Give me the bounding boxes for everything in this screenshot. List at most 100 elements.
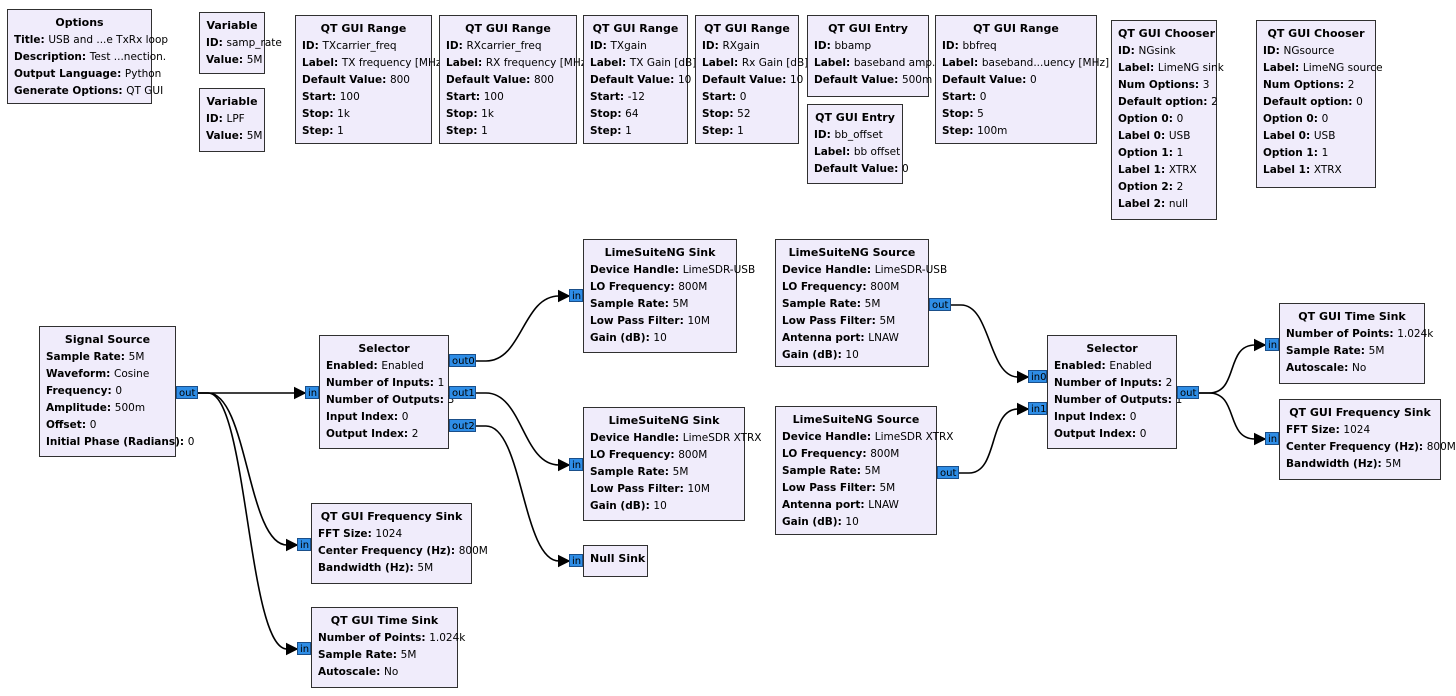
connection-wire[interactable] [198,392,299,656]
param-separator: : [238,54,247,66]
connection-wire[interactable] [1199,392,1267,446]
lime-sink-xtrx-in-port[interactable]: in [569,458,583,471]
null-sink-in-port[interactable]: in [569,554,583,567]
param-key: Device Handle [782,431,867,443]
lime-sink-usb-in-port[interactable]: in [569,289,583,302]
param-separator: : [862,281,871,293]
param-value: 1024 [375,528,403,540]
param-value: 10 [789,74,804,86]
param-key: Start [702,91,732,103]
param-separator: : [218,37,227,49]
param-row: Label: TX frequency [MHz] [302,55,445,72]
time-sink-2-in-port[interactable]: in [1265,338,1279,351]
param-value: 10 [845,349,859,361]
param-separator: : [40,34,49,46]
param-row: LO Frequency: 800M [590,447,738,464]
param-key: ID [1118,45,1131,57]
param-key: Label [590,57,623,69]
freq-sink-2-in-port[interactable]: in [1265,432,1279,445]
param-row: Label: bb offset [814,144,900,161]
connection-wire[interactable] [476,425,571,568]
param-row: Sample Rate: 5M [46,349,169,366]
signal-source-out-port[interactable]: out [176,386,198,399]
param-key: Gain (dB) [590,500,646,512]
param-key: ID [302,40,315,52]
param-separator: : [826,40,835,52]
param-value: Enabled [1109,360,1152,372]
param-value: 5M [879,315,896,327]
null-sink-block[interactable]: Null Sink [583,545,648,577]
param-value: 0 [901,163,909,175]
param-row: ID: bbamp [814,38,922,55]
selector-2-in1-port[interactable]: in1 [1028,402,1047,415]
connection-wire[interactable] [1199,338,1267,394]
selector-2-out-port[interactable]: out [1177,386,1199,399]
param-separator: : [862,448,871,460]
param-separator: : [617,125,626,137]
selector-1-out1-port[interactable]: out1 [449,386,476,399]
param-value: 3 [1202,79,1210,91]
freq-sink-1-in-port[interactable]: in [297,538,311,551]
param-separator: : [393,411,402,423]
param-row: Option 1: 1 [1118,145,1210,162]
param-row: Option 0: 0 [1263,111,1369,128]
time-sink-1-in-port[interactable]: in [297,642,311,655]
connection-wire[interactable] [951,304,1030,384]
lime-source-usb-out-port[interactable]: out [929,298,951,311]
param-key: FFT Size [318,528,368,540]
selector-1-out0-port[interactable]: out0 [449,354,476,367]
connection-wire[interactable] [959,402,1030,474]
param-separator: : [729,125,738,137]
param-row: Device Handle: LimeSDR-USB [590,262,755,279]
connection-wire[interactable] [476,392,571,472]
param-value: -12 [627,91,645,103]
param-value: 0 [187,436,195,448]
connection-wire[interactable] [198,392,299,552]
param-row: Default Value: 10 [590,72,691,89]
lime-source-xtrx-out-port[interactable]: out [937,466,959,479]
block-title: LimeSuiteNG Sink [608,414,720,427]
param-value: 1 [1321,147,1329,159]
selector-2-in0-port[interactable]: in0 [1028,370,1047,383]
param-value: bbfreq [962,40,997,52]
param-value: Enabled [381,360,424,372]
param-value: 10 [653,332,667,344]
connection-wire[interactable] [476,289,571,362]
param-row: Option 0: 0 [1118,111,1210,128]
param-separator: : [860,499,869,511]
param-separator: : [376,666,384,678]
param-key: Start [302,91,332,103]
param-key: Low Pass Filter [590,315,680,327]
selector-1-out2-port[interactable]: out2 [449,419,476,432]
param-row: Label: TX Gain [dB] [590,55,696,72]
param-row: Sample Rate: 5M [1286,343,1418,360]
param-row: Amplitude: 500m [46,400,169,417]
param-value: 10M [687,483,710,495]
param-separator: : [106,368,115,380]
selector-1-in-port[interactable]: in [305,386,319,399]
param-row: Start: -12 [590,89,681,106]
